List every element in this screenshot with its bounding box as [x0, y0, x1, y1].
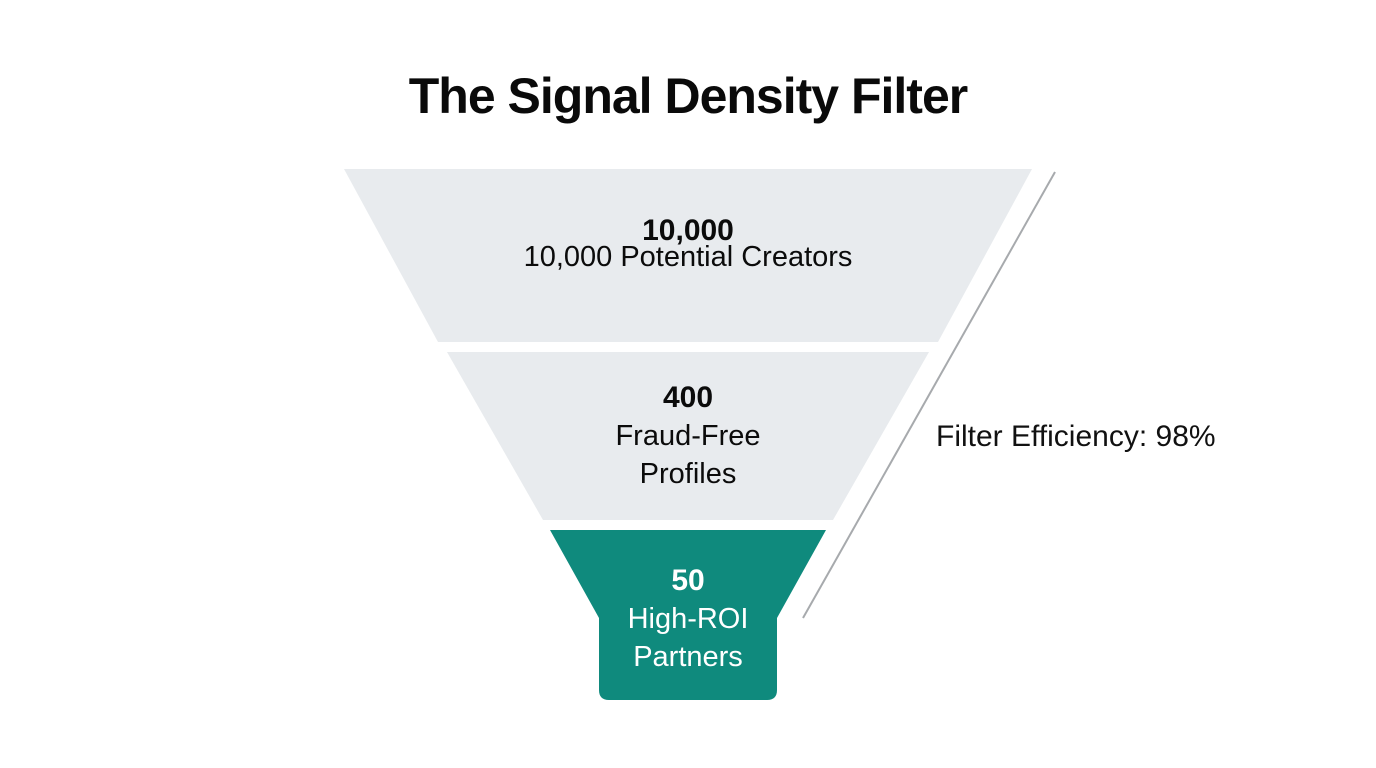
filter-efficiency-annotation: Filter Efficiency: 98%	[936, 420, 1216, 453]
stage-3-description-line-2: Partners	[633, 641, 743, 673]
stage-1-description: 10,000 Potential Creators	[523, 241, 853, 273]
efficiency-callout-line	[802, 171, 1056, 619]
stage-2-description-line-2: Profiles	[639, 458, 737, 490]
funnel-stage-3-label: 50 High-ROI Partners	[0, 562, 1376, 676]
stage-3-value: 50	[671, 564, 705, 597]
funnel-stage-1-shape	[344, 169, 1032, 342]
stage-1-value: 10,000	[642, 214, 734, 247]
funnel-stage-2-shape	[447, 352, 929, 520]
page-title: The Signal Density Filter	[408, 68, 968, 124]
funnel-stage-1-label: 10,000 10,000 Potential Creators	[0, 214, 1376, 273]
funnel-stage-2-label: 400 Fraud-Free Profiles	[0, 379, 1376, 493]
funnel-stage-3-shape	[550, 530, 826, 700]
stage-2-description-line-1: Fraud-Free	[615, 420, 761, 452]
stage-2-value: 400	[662, 381, 714, 414]
stage-3-description-line-1: High-ROI	[627, 603, 749, 635]
